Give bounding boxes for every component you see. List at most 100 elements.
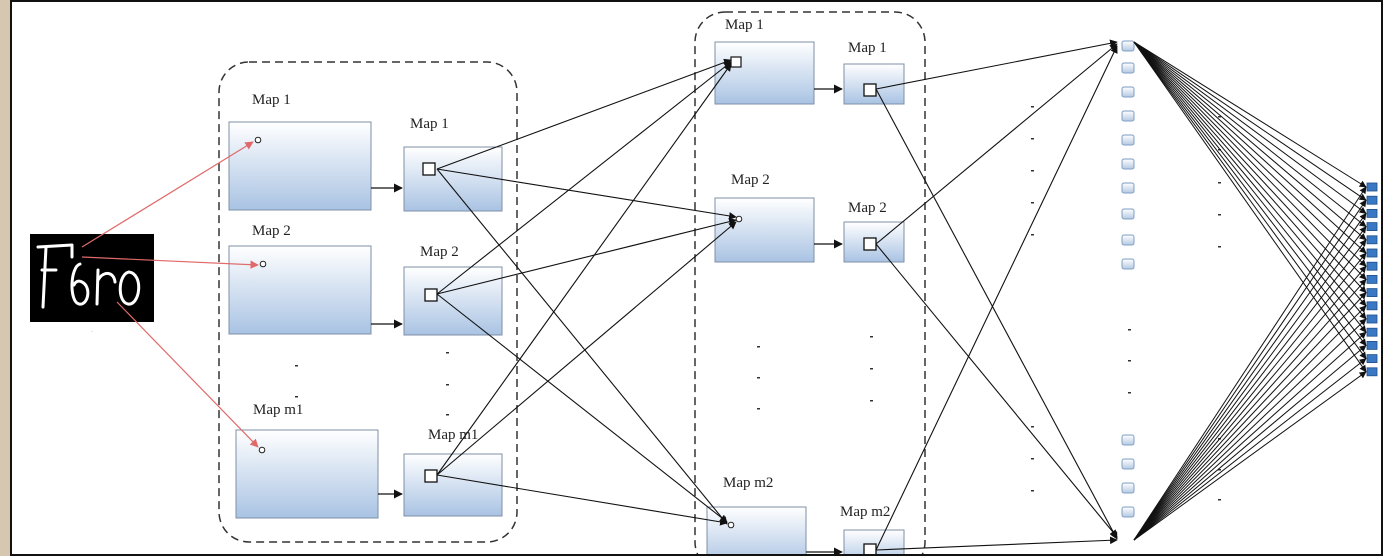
- fc-to-output-arrows: [1133, 41, 1367, 541]
- block2-pool-label-2: Map 2: [848, 200, 887, 216]
- fc-output-connection: [1133, 41, 1367, 280]
- fc-output-connection: [1133, 41, 1367, 267]
- fc-output-connection: [1133, 358, 1367, 541]
- fc-output-connection: [1133, 41, 1367, 188]
- input-glyph-text: Fbo: [91, 331, 93, 333]
- block2-pool-label-1: Map 1: [848, 40, 887, 56]
- block2-ellipsis: [757, 336, 873, 410]
- block2-pool-map-2: Map 2: [843, 200, 905, 263]
- block1-conv-label-1: Map 1: [252, 92, 291, 108]
- block1-conv-label-3: Map m1: [253, 402, 303, 418]
- output-node: [1366, 235, 1378, 245]
- fc-node: [1121, 182, 1135, 194]
- block1-pool-map-1: Map 1: [403, 116, 503, 212]
- fc-output-connection: [1133, 239, 1367, 541]
- fc-layer-nodes: [1121, 40, 1135, 518]
- fc-node: [1121, 506, 1135, 518]
- output-node: [1366, 314, 1378, 324]
- block2-conv-label-2: Map 2: [731, 172, 770, 188]
- fc-node: [1121, 40, 1135, 52]
- output-node: [1366, 208, 1378, 218]
- block2-pool-map-m2: Map m2: [840, 504, 905, 554]
- fc-output-connection: [1133, 212, 1367, 541]
- block1-conv-to-pool-arrows: [371, 183, 403, 499]
- output-node: [1366, 354, 1378, 364]
- block2-conv-label-3: Map m2: [723, 475, 773, 491]
- fc-node: [1121, 482, 1135, 494]
- block1-to-block2-arrows: [436, 58, 737, 526]
- output-node: [1366, 182, 1378, 192]
- block1-pool-label-1: Map 1: [410, 116, 449, 132]
- block1-conv-map-2: Map 2: [228, 223, 372, 335]
- block1-conv-map-1: Map 1: [228, 92, 372, 211]
- block1-ellipsis: [295, 352, 449, 416]
- fc-output-connection: [1133, 41, 1367, 346]
- fc-output-connection: [1133, 41, 1367, 241]
- fc-output-connection: [1133, 265, 1367, 541]
- block2-conv-map-1: Map 1: [714, 17, 815, 105]
- fc-output-connection: [1133, 41, 1367, 360]
- output-node: [1366, 222, 1378, 232]
- output-node: [1366, 301, 1378, 311]
- cnn-architecture-diagram: Fbo Map 1 Map 2 Map m1 Map 1 Map 2 Map m…: [30, 11, 1378, 554]
- left-margin-strip: [0, 0, 10, 556]
- output-node: [1366, 274, 1378, 284]
- block2-conv-to-pool-arrows: [806, 84, 843, 554]
- fc-output-connection: [1133, 41, 1367, 214]
- fc-node: [1121, 208, 1135, 220]
- fc-output-connection: [1133, 331, 1367, 541]
- input-arrows: [81, 141, 259, 448]
- fc-node: [1121, 134, 1135, 146]
- fc-output-connection: [1133, 226, 1367, 541]
- fc-output-connection: [1133, 41, 1367, 373]
- block1-pool-label-3: Map m1: [428, 427, 478, 443]
- fc-output-connection: [1133, 252, 1367, 541]
- block2-conv-map-m2: Map m2: [706, 475, 807, 554]
- fc-output-connection: [1133, 41, 1367, 307]
- block1-pool-label-2: Map 2: [420, 244, 459, 260]
- fc-node: [1121, 158, 1135, 170]
- output-node: [1366, 195, 1378, 205]
- output-node: [1366, 327, 1378, 337]
- fc-output-connection: [1133, 41, 1367, 320]
- block1-pool-map-m1: Map m1: [403, 427, 503, 517]
- input-image: Fbo: [30, 234, 154, 333]
- fc-output-connection: [1133, 318, 1367, 541]
- fc-output-connection: [1133, 41, 1367, 254]
- fc-node: [1121, 434, 1135, 446]
- block2-to-fc-arrows: [875, 39, 1118, 551]
- output-node: [1366, 261, 1378, 271]
- fc-output-connection: [1133, 41, 1367, 294]
- output-node: [1366, 248, 1378, 258]
- output-node: [1366, 340, 1378, 350]
- fc-output-connection: [1133, 344, 1367, 541]
- fc-output-connection: [1133, 41, 1367, 333]
- conv-block-1-outline: [218, 61, 518, 543]
- fc-output-connection: [1133, 199, 1367, 541]
- fc-output-connection: [1133, 371, 1367, 541]
- fc-output-connection: [1133, 41, 1367, 228]
- block1-conv-map-m1: Map m1: [235, 402, 379, 519]
- fc-output-connection: [1133, 292, 1367, 541]
- block2-conv-map-2: Map 2: [714, 172, 815, 263]
- conv-block-2-outline: [694, 11, 926, 554]
- fc-node: [1121, 458, 1135, 470]
- output-node: [1366, 367, 1378, 377]
- fc-node: [1121, 110, 1135, 122]
- diagram-frame: Fbo Map 1 Map 2 Map m1 Map 1 Map 2 Map m…: [10, 0, 1383, 556]
- fc-output-connection: [1133, 278, 1367, 541]
- fc-node: [1121, 62, 1135, 74]
- block2-conv-label-1: Map 1: [725, 17, 764, 33]
- block2-pool-map-1: Map 1: [843, 40, 905, 105]
- fc-column-ellipsis: [1128, 329, 1131, 394]
- block1-pool-map-2: Map 2: [403, 244, 503, 336]
- fc-output-connection: [1133, 305, 1367, 541]
- fc-node: [1121, 234, 1135, 246]
- fc-output-connection: [1133, 186, 1367, 541]
- output-layer-nodes: [1366, 182, 1378, 377]
- fc-node: [1121, 258, 1135, 270]
- fc-node: [1121, 86, 1135, 98]
- block2-pool-label-3: Map m2: [840, 504, 890, 520]
- fc-output-connection: [1133, 41, 1367, 201]
- block1-conv-label-2: Map 2: [252, 223, 291, 239]
